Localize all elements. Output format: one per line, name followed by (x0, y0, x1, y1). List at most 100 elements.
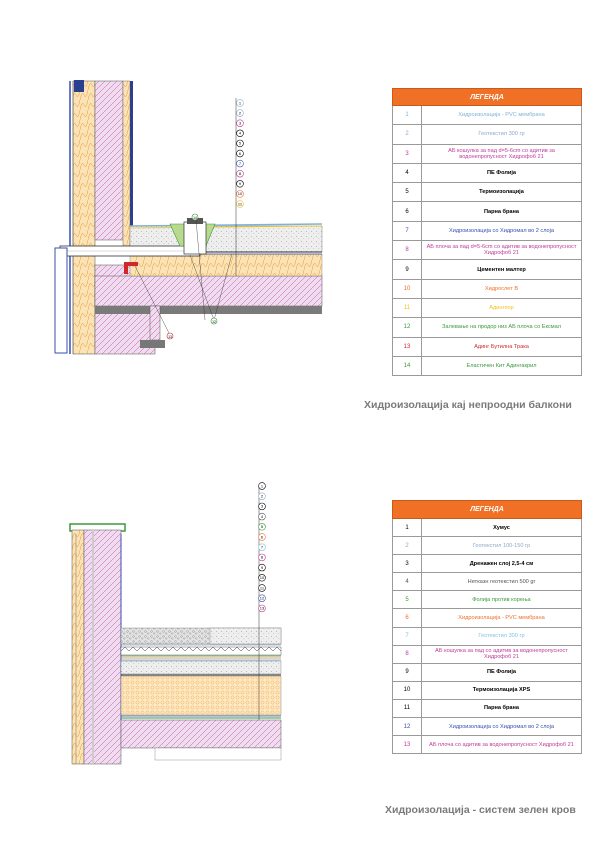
legend-text: Дренажен слој 2,5-4 см (421, 554, 582, 574)
legend-text: Фолија против корења (421, 590, 582, 610)
legend-text: Нетказн геотекстил 500 gr (421, 572, 582, 592)
callout-marker (258, 482, 266, 490)
legend-number: 1 (392, 104, 422, 126)
callout-marker (236, 170, 244, 178)
callout-marker (258, 512, 266, 521)
callout-number: 10 (238, 191, 243, 196)
legend-header: ЛЕГЕНДА (392, 500, 582, 519)
legend-number: 8 (392, 240, 422, 261)
legend-number: 5 (392, 590, 422, 610)
legend-number: 11 (392, 698, 422, 719)
callout-number: 2 (239, 110, 242, 115)
legend-number: 9 (392, 259, 422, 280)
svg-text:13: 13 (168, 335, 172, 339)
callout-number: 11 (260, 585, 265, 590)
svg-text:12: 12 (212, 320, 216, 324)
legend-number: 13 (392, 336, 422, 357)
callout-marker (258, 502, 266, 511)
legend-number: 2 (392, 124, 422, 145)
callout-number: 11 (238, 201, 243, 206)
callout-number: 1 (239, 100, 242, 105)
callout-marker (236, 109, 244, 117)
svg-text:14: 14 (193, 216, 197, 220)
legend-text: Хидроизолација - PVC мембрана (421, 608, 582, 628)
callout-marker (258, 492, 266, 500)
legend-number: 7 (392, 220, 422, 242)
callout-number: 10 (260, 575, 265, 580)
legend-number: 12 (392, 317, 422, 338)
legend-text: Еластичен Кит Адингакрил (421, 355, 582, 377)
legend-number: 9 (392, 662, 422, 682)
legend-text: Термоизолација (421, 182, 582, 203)
callout-marker (236, 159, 244, 168)
legend-text: Залевање на продор низ АБ плоча со Ексма… (421, 317, 582, 338)
callout-number: 3 (261, 504, 264, 509)
legend-text: Термоизолација XPS (421, 680, 582, 700)
callout-marker (236, 149, 244, 158)
callout-number: 1 (261, 483, 264, 488)
legend-text: Парна брана (421, 201, 582, 222)
callout-number: 8 (239, 171, 242, 176)
legend-number: 10 (392, 680, 422, 700)
callout-number: 3 (239, 121, 242, 126)
legend-text: Геотекстил 300 гр (421, 626, 582, 646)
legend-number: 3 (392, 554, 422, 574)
legend-number: 11 (392, 297, 422, 319)
callout-marker (236, 180, 244, 188)
callout-number: 9 (239, 181, 242, 186)
legend-number: 4 (392, 572, 422, 592)
legend-number: 10 (392, 278, 422, 299)
legend-number: 2 (392, 536, 422, 556)
legend-text: Адинг Бутилна Трака (421, 336, 582, 357)
legend-number: 8 (392, 644, 422, 664)
legend-text: АБ плоча за пад d=5-6cm со адитив за вод… (421, 240, 582, 261)
callout-marker (236, 190, 244, 198)
legend-text: Геотекстил 300 гр (421, 124, 582, 145)
legend-text: ПЕ Фолија (421, 662, 582, 682)
legend-number: 12 (392, 717, 422, 737)
callout-marker (258, 574, 266, 582)
legend-number: 6 (392, 608, 422, 628)
callout-number: 13 (260, 606, 265, 611)
legend-text: АБ кошулка за пад со адитив за водонепро… (421, 644, 582, 664)
section-title-green-roof: Хидроизолација - систем зелен кров (385, 804, 576, 816)
callout-number: 6 (261, 534, 264, 539)
callout-number: 2 (261, 494, 264, 499)
legend-text: Хумус (421, 517, 582, 538)
callout-marker (258, 543, 266, 551)
legend-number: 6 (392, 201, 422, 222)
legend-text: ПЕ Фолија (421, 162, 582, 184)
legend-number: 5 (392, 182, 422, 203)
callout-number: 4 (261, 514, 264, 519)
callout-marker (258, 594, 266, 602)
callout-marker (236, 119, 244, 127)
callout-marker (258, 523, 266, 531)
callout-marker (236, 139, 244, 148)
callout-marker (258, 604, 266, 613)
callout-number: 4 (239, 131, 242, 136)
legend-number: 13 (392, 735, 422, 755)
callout-number: 5 (261, 524, 264, 529)
callout-number: 7 (239, 161, 242, 166)
